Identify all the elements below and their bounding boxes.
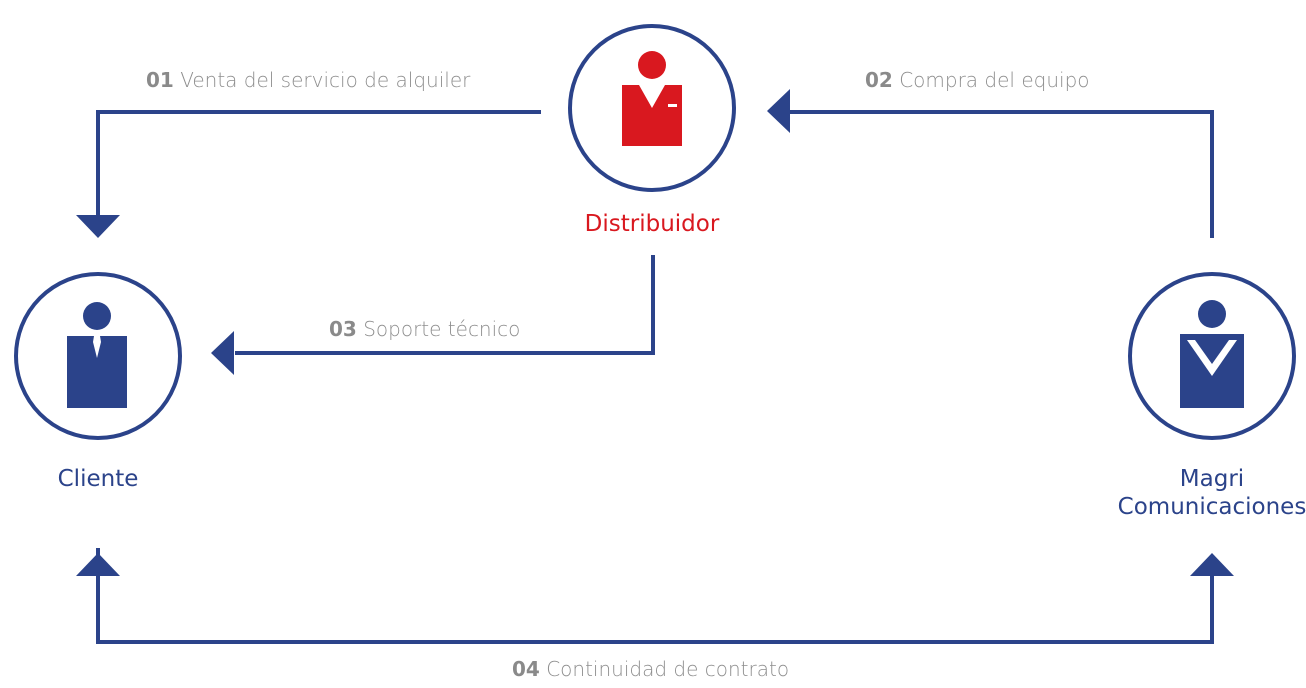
- edge-03-label: 03 Soporte técnico: [329, 317, 520, 341]
- edge-01-line: [96, 110, 541, 215]
- distribuidor-node: [568, 24, 736, 192]
- edge-01-number: 01: [146, 68, 174, 92]
- arrowhead-02: [767, 89, 790, 133]
- cliente-node: [14, 272, 182, 440]
- magri-node: [1128, 272, 1296, 440]
- edge-04-line: [96, 548, 1214, 644]
- person-tie-icon: [67, 302, 127, 408]
- edge-02-label: 02 Compra del equipo: [865, 68, 1090, 92]
- edge-02-number: 02: [865, 68, 893, 92]
- edge-04-label: 04 Continuidad de contrato: [512, 657, 789, 681]
- edge-04-number: 04: [512, 657, 540, 681]
- edge-01-label: 01 Venta del servicio de alquiler: [146, 68, 470, 92]
- person-red-icon: [622, 51, 682, 146]
- magri-label: Magri Comunicaciones: [1112, 465, 1306, 521]
- arrowhead-04a: [76, 553, 120, 576]
- edge-02-line: [790, 110, 1214, 238]
- magri-label-line2: Comunicaciones: [1117, 494, 1306, 520]
- edge-03-number: 03: [329, 317, 357, 341]
- magri-label-line1: Magri: [1179, 466, 1245, 492]
- edge-04-text: Continuidad de contrato: [546, 657, 790, 681]
- cliente-label: Cliente: [57, 466, 139, 492]
- distribuidor-label: Distribuidor: [584, 211, 720, 237]
- arrowhead-01: [76, 215, 120, 238]
- edge-03-text: Soporte técnico: [363, 317, 521, 341]
- arrowhead-04b: [1190, 553, 1234, 576]
- edge-03-line: [235, 255, 655, 355]
- person-v-icon: [1180, 300, 1244, 408]
- arrowhead-03: [211, 331, 234, 375]
- edge-01-text: Venta del servicio de alquiler: [180, 68, 471, 92]
- edge-02-text: Compra del equipo: [899, 68, 1090, 92]
